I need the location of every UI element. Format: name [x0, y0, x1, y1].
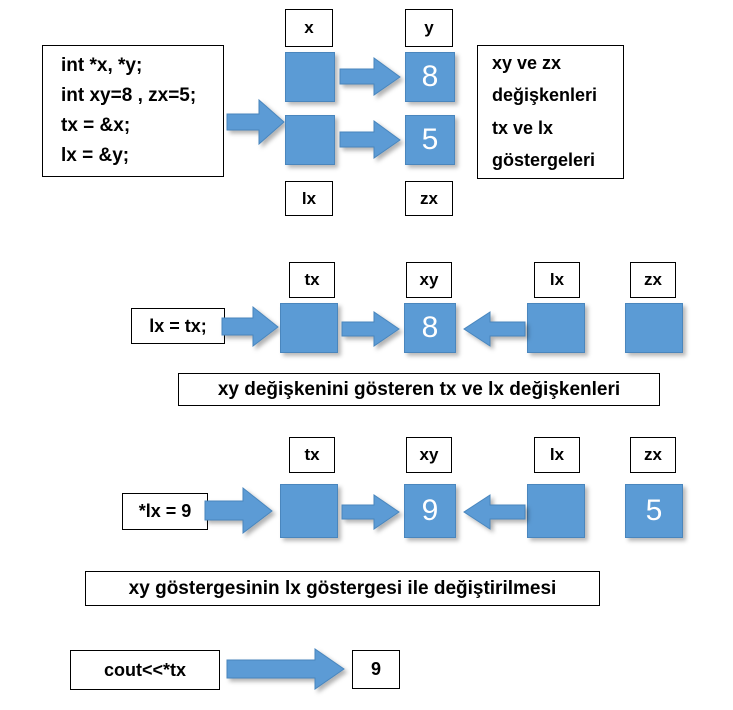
output-value-row4: 9: [370, 659, 381, 680]
arrow-right-icon-x-to-y: [339, 57, 402, 98]
memory-box-lx-row3: [527, 484, 585, 538]
explanation-box-row1: xy ve zx değişkenleri tx ve lx göstergel…: [477, 45, 624, 179]
arrow-right-icon-tx-to-xy-row3: [341, 494, 402, 531]
explanation-line-4: göstergeleri: [492, 150, 596, 171]
memory-box-zx-row3-value: 5: [645, 494, 663, 527]
explanation-line-1: xy ve zx: [492, 53, 562, 73]
output-box-row4: 9: [352, 650, 400, 689]
label-box-lx-row3: lx: [534, 437, 580, 473]
caption-row3: xy göstergesinin lx göstergesi ile değiş…: [85, 571, 600, 606]
label-box-xy-row3: xy: [406, 437, 452, 473]
caption-row2: xy değişkenini gösteren tx ve lx değişke…: [178, 373, 660, 406]
memory-box-xy-row3: 9: [404, 484, 456, 538]
arrow-left-icon-lx-to-xy-row3: [462, 494, 528, 531]
memory-box-xy-row2-value: 8: [421, 311, 439, 344]
statement-text-row2: lx = tx;: [149, 315, 207, 336]
explanation-line-3: tx ve lx: [492, 117, 554, 138]
statement-box-row2: lx = tx;: [131, 308, 225, 344]
memory-box-zx-row3: 5: [625, 484, 683, 538]
label-box-y: y: [405, 9, 453, 47]
arrow-right-icon-tx-to-xy-row2: [341, 311, 402, 348]
label-text-zx-row1: zx: [420, 188, 438, 208]
label-box-zx-row1: zx: [405, 181, 453, 216]
memory-box-zx-row1: 5: [405, 115, 455, 165]
label-text-zx-row2: zx: [644, 270, 662, 290]
label-text-x: x: [304, 18, 314, 38]
code-line-4: lx = &y;: [61, 145, 130, 167]
arrow-right-icon-statement-row3: [204, 486, 275, 536]
label-box-tx-row3: tx: [289, 437, 335, 473]
label-box-tx-row2: tx: [289, 262, 335, 298]
label-box-zx-row3: zx: [630, 437, 676, 473]
label-box-lx-row1: lx: [285, 181, 333, 216]
label-box-xy-row2: xy: [406, 262, 452, 298]
code-line-2: int xy=8 , zx=5;: [61, 85, 197, 107]
memory-box-xy-row2: 8: [404, 303, 456, 353]
arrow-right-icon-code-to-pointers: [226, 98, 285, 148]
statement-text-row3: *lx = 9: [138, 501, 192, 522]
arrow-left-icon-lx-to-xy-row2: [462, 311, 528, 348]
label-text-tx-row2: tx: [304, 270, 320, 290]
label-text-zx-row3: zx: [644, 445, 662, 465]
label-box-zx-row2: zx: [630, 262, 676, 298]
label-text-lx-row1: lx: [301, 188, 317, 208]
statement-box-row3: *lx = 9: [122, 493, 208, 530]
label-box-lx-row2: lx: [534, 262, 580, 298]
code-line-3: tx = &x;: [61, 115, 131, 137]
code-line-1: int *x, *y;: [61, 55, 143, 76]
label-text-lx-row2: lx: [549, 270, 565, 290]
statement-box-row4: cout<<*tx: [70, 650, 220, 690]
memory-box-lx-row1: [285, 115, 335, 165]
label-text-lx-row3: lx: [549, 445, 565, 465]
arrow-right-icon-lx-to-zx: [339, 120, 402, 161]
label-text-xy-row2: xy: [419, 270, 439, 290]
memory-box-x: [285, 52, 335, 102]
explanation-line-2: değişkenleri: [492, 85, 598, 106]
memory-box-y: 8: [405, 52, 455, 102]
memory-box-xy-row3-value: 9: [421, 494, 439, 527]
statement-text-row4: cout<<*tx: [103, 659, 187, 680]
memory-box-tx-row3: [280, 484, 338, 538]
label-text-y: y: [424, 18, 434, 38]
memory-box-y-value: 8: [421, 60, 439, 93]
memory-box-tx-row2: [280, 303, 338, 353]
arrow-right-icon-statement-row2: [221, 305, 280, 349]
arrow-right-icon-output: [226, 648, 347, 692]
code-declaration-box: int *x, *y; int xy=8 , zx=5; tx = &x; lx…: [42, 45, 224, 177]
memory-box-zx-row2: [625, 303, 683, 353]
memory-box-lx-row2: [527, 303, 585, 353]
label-box-x: x: [285, 9, 333, 47]
label-text-xy-row3: xy: [419, 445, 439, 465]
label-text-tx-row3: tx: [304, 445, 320, 465]
memory-box-zx-row1-value: 5: [421, 123, 439, 156]
